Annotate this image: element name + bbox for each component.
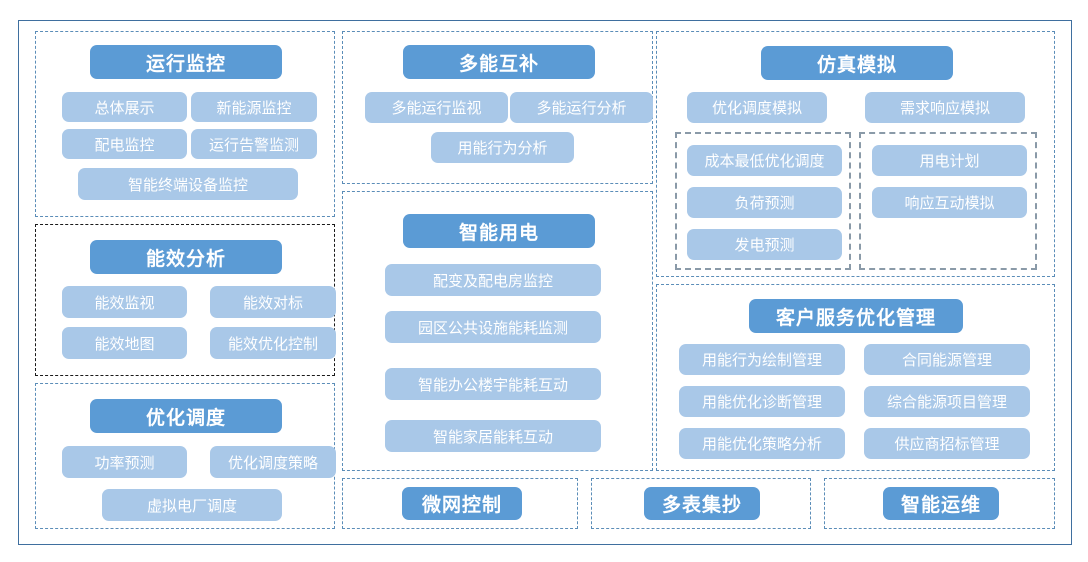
item-nengxiao-jianshi[interactable]: 能效监视 bbox=[62, 286, 187, 318]
section-youhua-diaodu: 优化调度 功率预测 优化调度策略 虚拟电厂调度 bbox=[35, 383, 336, 529]
section-zhineng-yongdian: 智能用电 配变及配电房监控 园区公共设施能耗监测 智能办公楼宇能耗互动 智能家居… bbox=[342, 191, 653, 471]
item-gonglv-yuce[interactable]: 功率预测 bbox=[62, 446, 187, 478]
section-zhineng-yunwei: 智能运维 bbox=[824, 478, 1055, 529]
item-nengxiao-ditu[interactable]: 能效地图 bbox=[62, 327, 187, 359]
item-nengxiao-youhua-kongzhi[interactable]: 能效优化控制 bbox=[210, 327, 336, 359]
item-gongyingshang-zhaobiao-guanli[interactable]: 供应商招标管理 bbox=[864, 428, 1030, 459]
subgroup-fangzhen-left: 成本最低优化调度 负荷预测 发电预测 bbox=[675, 132, 851, 270]
item-zonghe-nengyuan-xiangmu-guanli[interactable]: 综合能源项目管理 bbox=[864, 386, 1030, 417]
section-nengxiao-fenxi: 能效分析 能效监视 能效对标 能效地图 能效优化控制 bbox=[35, 224, 336, 376]
item-yongneng-youhua-zhenduan-guanli[interactable]: 用能优化诊断管理 bbox=[679, 386, 845, 417]
section-header-kehu-fuwu[interactable]: 客户服务优化管理 bbox=[749, 299, 963, 333]
section-weiwang-kongzhi: 微网控制 bbox=[342, 478, 578, 529]
item-hetong-nengyuan-guanli[interactable]: 合同能源管理 bbox=[864, 344, 1030, 375]
item-fadian-yuce[interactable]: 发电预测 bbox=[687, 229, 842, 260]
item-yunxing-gaojing-jiance[interactable]: 运行告警监测 bbox=[191, 129, 317, 159]
item-duoneng-yunxing-jianshi[interactable]: 多能运行监视 bbox=[365, 92, 508, 123]
item-yongneng-youhua-celue-fenxi[interactable]: 用能优化策略分析 bbox=[679, 428, 845, 459]
section-header-duobiao-jichao[interactable]: 多表集抄 bbox=[644, 487, 760, 520]
item-xinnengyuan-jiankong[interactable]: 新能源监控 bbox=[191, 92, 317, 122]
item-peibian-ji-peidianfang-jiankong[interactable]: 配变及配电房监控 bbox=[385, 264, 601, 296]
section-duoneng-hubu: 多能互补 多能运行监视 多能运行分析 用能行为分析 bbox=[342, 31, 653, 184]
item-zhineng-zhongduan-shebei-jiankong[interactable]: 智能终端设备监控 bbox=[78, 168, 298, 200]
item-duoneng-yunxing-fenxi[interactable]: 多能运行分析 bbox=[510, 92, 653, 123]
item-nengxiao-duibiao[interactable]: 能效对标 bbox=[210, 286, 336, 318]
item-zongti-zhanshi[interactable]: 总体展示 bbox=[62, 92, 187, 122]
item-youhua-diaodu-celue[interactable]: 优化调度策略 bbox=[210, 446, 336, 478]
item-xuni-dianchang-diaodu[interactable]: 虚拟电厂调度 bbox=[102, 489, 282, 521]
section-header-weiwang-kongzhi[interactable]: 微网控制 bbox=[402, 487, 522, 520]
section-header-duoneng-hubu[interactable]: 多能互补 bbox=[403, 45, 595, 79]
item-xiangying-hudong-moni[interactable]: 响应互动模拟 bbox=[872, 187, 1027, 218]
section-header-zhineng-yongdian[interactable]: 智能用电 bbox=[403, 214, 595, 248]
item-chengben-zuidi-youhua-diaodu[interactable]: 成本最低优化调度 bbox=[687, 145, 842, 176]
item-xuqiu-xiangying-moni[interactable]: 需求响应模拟 bbox=[865, 92, 1025, 123]
item-yuanqu-gonggong-sheshi-nenghao-jiance[interactable]: 园区公共设施能耗监测 bbox=[385, 311, 601, 343]
subgroup-fangzhen-right: 用电计划 响应互动模拟 bbox=[859, 132, 1037, 270]
item-yongdian-jihua[interactable]: 用电计划 bbox=[872, 145, 1027, 176]
item-zhineng-jiaju-nenghao-hudong[interactable]: 智能家居能耗互动 bbox=[385, 420, 601, 452]
item-zhineng-bangong-louyu-nenghao-hudong[interactable]: 智能办公楼宇能耗互动 bbox=[385, 368, 601, 400]
item-yongneng-xingwei-fenxi[interactable]: 用能行为分析 bbox=[431, 132, 574, 163]
item-youhua-diaodu-moni[interactable]: 优化调度模拟 bbox=[687, 92, 827, 123]
section-header-yunxing-jiankong[interactable]: 运行监控 bbox=[90, 45, 282, 79]
section-kehu-fuwu: 客户服务优化管理 用能行为绘制管理 合同能源管理 用能优化诊断管理 综合能源项目… bbox=[656, 284, 1055, 471]
section-fangzhen-moni: 仿真模拟 优化调度模拟 需求响应模拟 成本最低优化调度 负荷预测 发电预测 用电… bbox=[656, 31, 1055, 277]
section-header-zhineng-yunwei[interactable]: 智能运维 bbox=[883, 487, 999, 520]
item-fuhe-yuce[interactable]: 负荷预测 bbox=[687, 187, 842, 218]
architecture-diagram-frame: 运行监控 总体展示 新能源监控 配电监控 运行告警监测 智能终端设备监控 能效分… bbox=[18, 20, 1072, 545]
section-duobiao-jichao: 多表集抄 bbox=[591, 478, 811, 529]
section-header-nengxiao-fenxi[interactable]: 能效分析 bbox=[90, 240, 282, 274]
section-header-youhua-diaodu[interactable]: 优化调度 bbox=[90, 399, 282, 433]
item-yongneng-xingwei-huizhi-guanli[interactable]: 用能行为绘制管理 bbox=[679, 344, 845, 375]
section-yunxing-jiankong: 运行监控 总体展示 新能源监控 配电监控 运行告警监测 智能终端设备监控 bbox=[35, 31, 335, 217]
item-peidian-jiankong[interactable]: 配电监控 bbox=[62, 129, 187, 159]
section-header-fangzhen-moni[interactable]: 仿真模拟 bbox=[761, 46, 953, 80]
